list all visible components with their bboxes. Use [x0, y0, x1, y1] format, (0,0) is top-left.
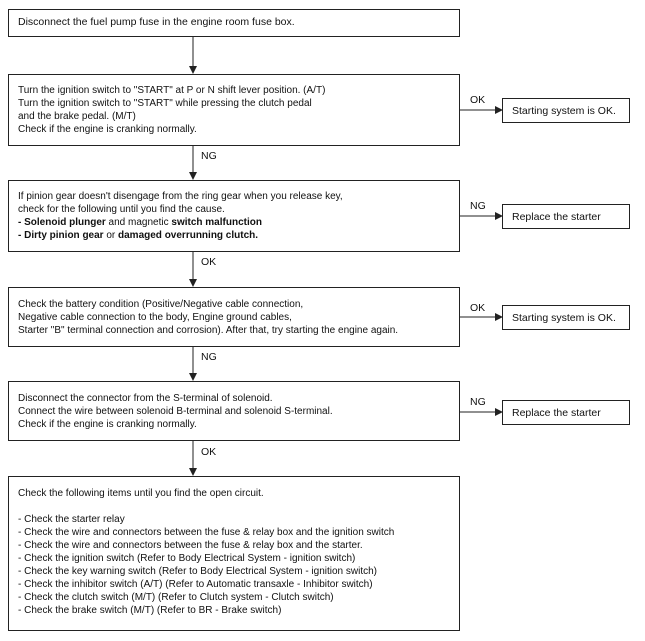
- step5-branch-label: NG: [470, 396, 486, 408]
- step6-item: - Check the ignition switch (Refer to Bo…: [18, 553, 356, 564]
- step6-item: - Check the wire and connectors between …: [18, 540, 363, 551]
- step4-branch-label: OK: [470, 302, 486, 314]
- step6-heading: Check the following items until you find…: [18, 488, 264, 499]
- step3-result-text: Replace the starter: [512, 210, 601, 223]
- step4-box: Check the battery condition (Positive/Ne…: [8, 287, 460, 347]
- step3-line: check for the following until you find t…: [18, 204, 225, 215]
- step2-line: Turn the ignition switch to "START" whil…: [18, 98, 312, 109]
- step6-item: - Check the clutch switch (M/T) (Refer t…: [18, 592, 334, 603]
- step6-spacer: [18, 500, 459, 513]
- step5-line: Check if the engine is cranking normally…: [18, 419, 197, 430]
- step2-line: and the brake pedal. (M/T): [18, 111, 136, 122]
- step4-result-box: Starting system is OK.: [502, 305, 630, 330]
- step3-item: - Solenoid plunger and magnetic switch m…: [18, 216, 459, 229]
- step3-item-bold: - Dirty pinion gear: [18, 230, 104, 241]
- step4-line: Starter "B" terminal connection and corr…: [18, 325, 399, 336]
- step2-branch-label: OK: [470, 94, 486, 106]
- step3-branch-label: NG: [470, 200, 486, 212]
- connector-label-5-6: OK: [201, 446, 217, 458]
- step3-item: - Dirty pinion gear or damaged overrunni…: [18, 229, 459, 242]
- step2-result-text: Starting system is OK.: [512, 104, 616, 117]
- step6-item: - Check the starter relay: [18, 514, 125, 525]
- step3-line: If pinion gear doesn't disengage from th…: [18, 191, 343, 202]
- step5-box: Disconnect the connector from the S-term…: [8, 381, 460, 441]
- step5-result-text: Replace the starter: [512, 406, 601, 419]
- connector-label-4-5: NG: [201, 351, 217, 363]
- step6-item: - Check the brake switch (M/T) (Refer to…: [18, 605, 282, 616]
- step6-item: - Check the wire and connectors between …: [18, 527, 395, 538]
- step4-result-text: Starting system is OK.: [512, 311, 616, 324]
- step5-line: Connect the wire between solenoid B-term…: [18, 406, 333, 417]
- step2-result-box: Starting system is OK.: [502, 98, 630, 123]
- step3-item-text: or: [103, 230, 119, 241]
- step3-item-text: and magnetic: [105, 217, 172, 228]
- step6-box: Check the following items until you find…: [8, 476, 460, 631]
- step6-item: - Check the inhibitor switch (A/T) (Refe…: [18, 579, 373, 590]
- step3-result-box: Replace the starter: [502, 204, 630, 229]
- step4-line: Negative cable connection to the body, E…: [18, 312, 292, 323]
- step3-item-bold: switch malfunction: [171, 217, 262, 228]
- step2-line: Turn the ignition switch to "START" at P…: [18, 85, 326, 96]
- connector-label-3-4: OK: [201, 256, 217, 268]
- step3-item-bold: - Solenoid plunger: [18, 217, 106, 228]
- step2-line: Check if the engine is cranking normally…: [18, 124, 197, 135]
- step4-line: Check the battery condition (Positive/Ne…: [18, 299, 304, 310]
- step5-line: Disconnect the connector from the S-term…: [18, 393, 273, 404]
- step3-box: If pinion gear doesn't disengage from th…: [8, 180, 460, 252]
- step2-box: Turn the ignition switch to "START" at P…: [8, 74, 460, 146]
- step5-result-box: Replace the starter: [502, 400, 630, 425]
- step3-item-bold: damaged overrunning clutch.: [118, 230, 259, 241]
- connector-label-2-3: NG: [201, 150, 217, 162]
- step1-text: Disconnect the fuel pump fuse in the eng…: [18, 16, 295, 28]
- step6-item: - Check the key warning switch (Refer to…: [18, 566, 378, 577]
- step1-box: Disconnect the fuel pump fuse in the eng…: [8, 9, 460, 37]
